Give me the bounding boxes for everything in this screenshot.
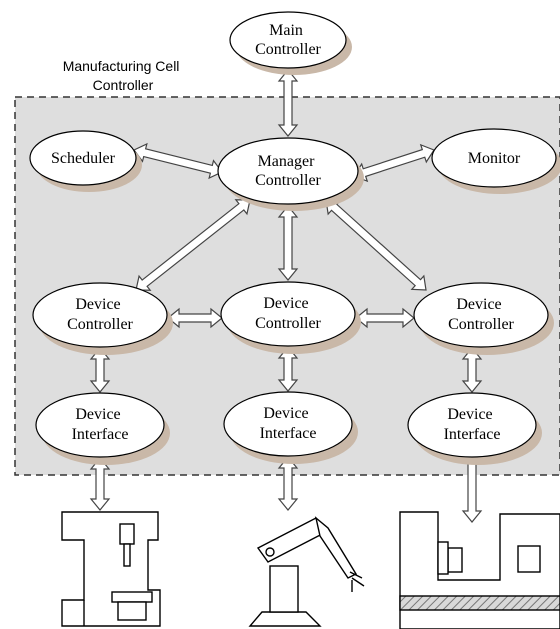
device-controller-left-node: Device Controller (32, 282, 173, 355)
svg-text:Main Controller: Main Controller (255, 22, 321, 58)
svg-text:Device Controller: Device Controller (67, 296, 133, 333)
connection-arrows (89, 69, 483, 523)
arrow-dcr-dir (461, 347, 483, 393)
svg-text:Device Interface: Device Interface (260, 405, 317, 442)
svg-text:Device Controller: Device Controller (255, 295, 321, 332)
arrow-manager-dc-center (277, 205, 299, 281)
lathe-icon (399, 511, 560, 629)
scheduler-node: Scheduler (29, 130, 142, 192)
milling-machine-icon (61, 511, 161, 627)
device-interface-left-node: Device Interface (35, 392, 170, 465)
arrow-dir-equip (461, 457, 483, 523)
svg-text:Device Controller: Device Controller (448, 296, 514, 333)
arrow-dic-equip (277, 456, 299, 511)
svg-text:Device Interface: Device Interface (72, 406, 129, 443)
svg-text:Scheduler: Scheduler (51, 150, 116, 167)
arrow-main-manager (277, 69, 299, 137)
device-controller-right-node: Device Controller (413, 282, 554, 355)
monitor-node: Monitor (431, 128, 560, 194)
device-interface-right-node: Device Interface (407, 392, 542, 465)
device-controller-center-node: Device Controller (220, 281, 361, 354)
manager-controller-node: Manager Controller (217, 137, 364, 211)
robot-arm-icon (248, 516, 365, 627)
svg-text:Manager Controller: Manager Controller (255, 153, 321, 189)
arrow-dcc-dic (277, 346, 299, 392)
arrow-dil-equip (89, 457, 111, 511)
cell-label: Manufacturing Cell Controller (63, 58, 184, 93)
device-interface-center-node: Device Interface (223, 391, 358, 464)
arrow-dcl-dil (89, 347, 111, 393)
svg-text:Device Interface: Device Interface (444, 406, 501, 443)
main-controller-node: Main Controller (229, 11, 352, 75)
svg-text:Monitor: Monitor (468, 150, 521, 167)
